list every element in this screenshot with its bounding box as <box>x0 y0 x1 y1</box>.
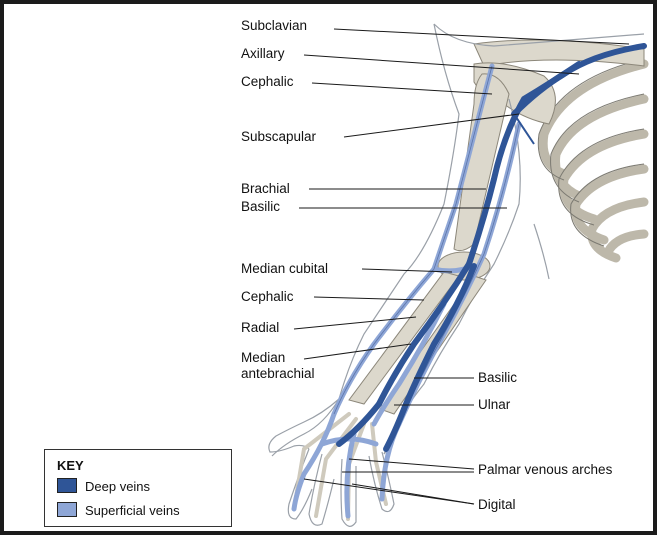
label-ulnar: Ulnar <box>478 397 510 413</box>
legend-item-deep: Deep veins <box>57 478 150 494</box>
deep-vein-swatch <box>57 478 77 493</box>
label-radial: Radial <box>241 320 279 336</box>
legend-label-deep: Deep veins <box>85 479 150 494</box>
label-basilic-upper: Basilic <box>241 199 280 215</box>
label-digital: Digital <box>478 497 516 513</box>
label-cephalic-upper: Cephalic <box>241 74 294 90</box>
legend-title: KEY <box>57 458 84 473</box>
label-cephalic-lower: Cephalic <box>241 289 294 305</box>
superficial-vein-swatch <box>57 502 77 517</box>
label-subclavian: Subclavian <box>241 18 307 34</box>
rib-cage <box>543 64 644 258</box>
label-median-antebrachial-line1: Median <box>241 350 285 366</box>
label-median-cubital: Median cubital <box>241 261 328 277</box>
label-brachial: Brachial <box>241 181 290 197</box>
label-median-antebrachial-line2: antebrachial <box>241 366 315 382</box>
legend-key: KEY Deep veins Superficial veins <box>44 449 232 527</box>
legend-item-superficial: Superficial veins <box>57 502 180 518</box>
label-axillary: Axillary <box>241 46 285 62</box>
label-palmar-venous-arches: Palmar venous arches <box>478 462 612 478</box>
label-basilic-lower: Basilic <box>478 370 517 386</box>
legend-label-superficial: Superficial veins <box>85 503 180 518</box>
label-subscapular: Subscapular <box>241 129 316 145</box>
